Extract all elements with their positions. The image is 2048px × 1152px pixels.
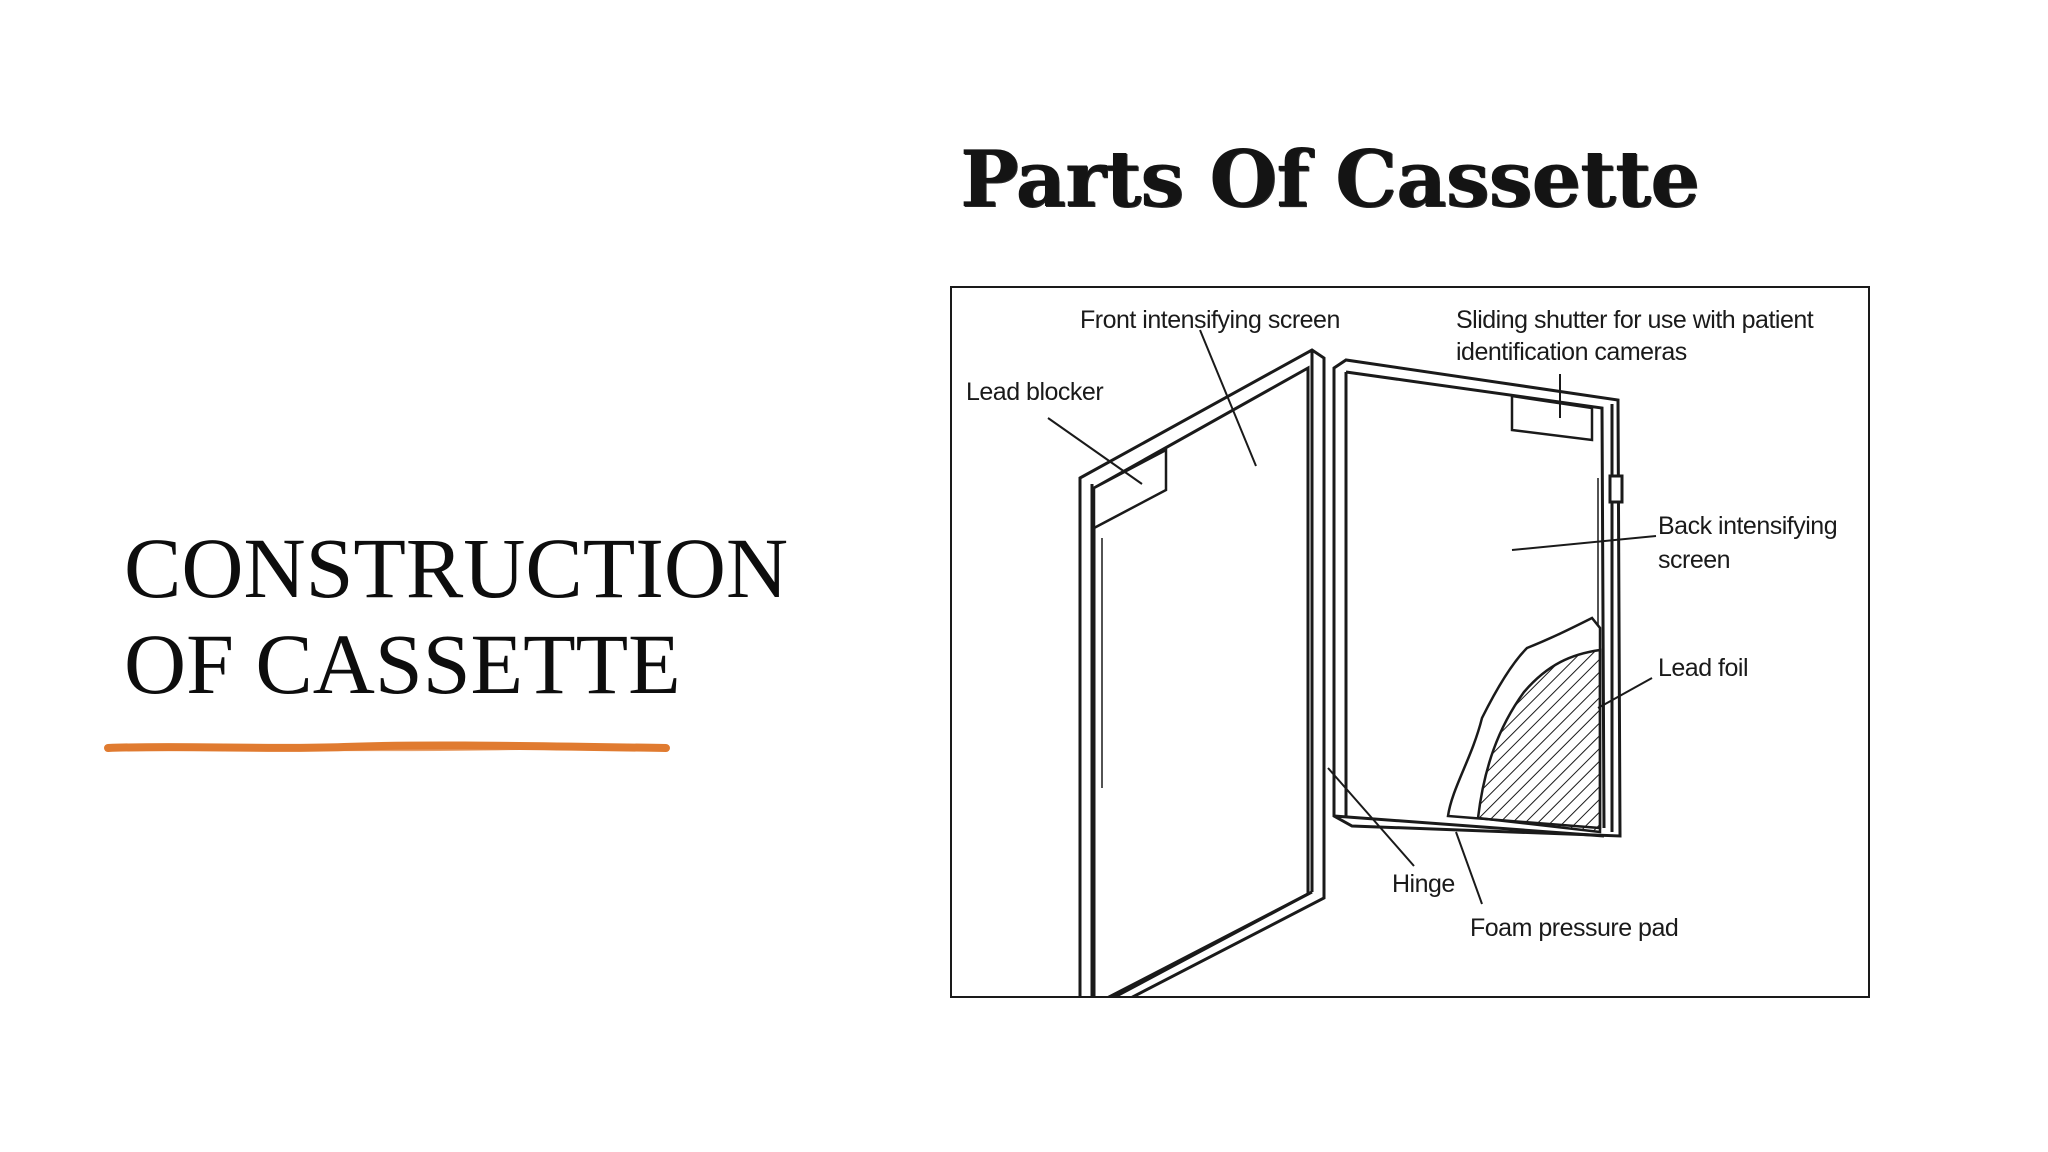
label-back-intensifying-screen-line-1: Back intensifying xyxy=(1658,512,1837,540)
front-lid xyxy=(1078,348,1326,996)
cassette-illustration: Front intensifying screen Lead blocker S… xyxy=(966,306,1838,996)
slide-title-line-1: CONSTRUCTION xyxy=(124,520,789,616)
label-foam-pressure-pad: Foam pressure pad xyxy=(1470,914,1678,942)
sliding-shutter-shape xyxy=(1510,394,1594,442)
lead-foil-hatch xyxy=(1476,648,1602,834)
label-sliding-shutter-line-2: identification cameras xyxy=(1456,338,1687,366)
slide-title: CONSTRUCTION OF CASSETTE xyxy=(124,520,884,712)
title-underline xyxy=(104,741,670,752)
label-lead-foil: Lead foil xyxy=(1658,654,1748,682)
label-lead-blocker: Lead blocker xyxy=(966,378,1103,406)
lead-blocker-shape xyxy=(1092,447,1168,531)
label-sliding-shutter-line-1: Sliding shutter for use with patient xyxy=(1456,306,1814,334)
label-hinge: Hinge xyxy=(1392,870,1455,898)
diagram-heading: Parts Of Cassette xyxy=(960,134,1700,225)
label-front-intensifying-screen: Front intensifying screen xyxy=(1080,306,1340,334)
label-back-intensifying-screen-line-2: screen xyxy=(1658,546,1730,574)
cassette-diagram: Front intensifying screen Lead blocker S… xyxy=(950,286,1870,998)
leader-lines xyxy=(1047,329,1657,905)
slide-title-line-2: OF CASSETTE xyxy=(124,616,681,712)
